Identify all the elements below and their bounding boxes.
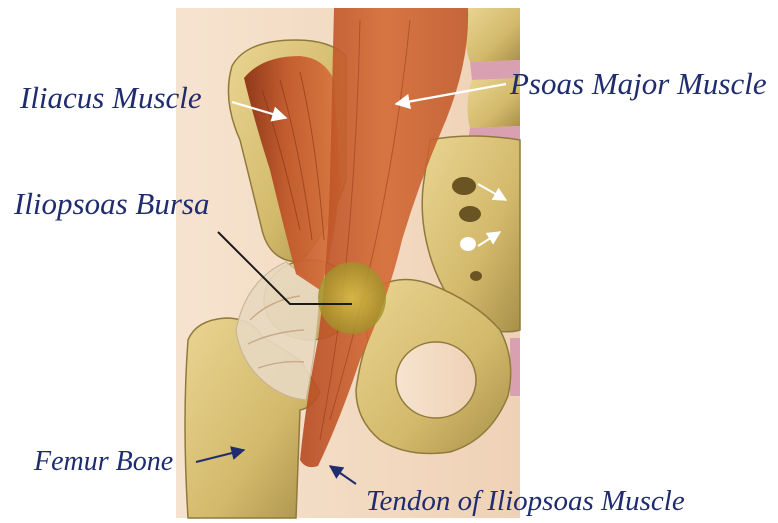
femur-bone-label: Femur Bone	[34, 448, 173, 476]
tendon-label: Tendon of Iliopsoas Muscle	[366, 487, 685, 516]
sacral-foramen-3	[460, 237, 476, 251]
pubic-symphysis-cartilage	[510, 338, 520, 396]
iliacus-muscle-label: Iliacus Muscle	[20, 82, 202, 113]
sacral-foramen-4	[470, 271, 482, 281]
obturator-foramen	[396, 342, 476, 418]
iliopsoas-bursa-label: Iliopsoas Bursa	[14, 188, 210, 219]
sacral-foramen-2	[459, 206, 481, 222]
iliopsoas-bursa	[318, 262, 386, 334]
vertebra-upper	[465, 8, 520, 62]
psoas-major-muscle-label: Psoas Major Muscle	[510, 68, 767, 99]
sacral-foramen-1	[452, 177, 476, 195]
